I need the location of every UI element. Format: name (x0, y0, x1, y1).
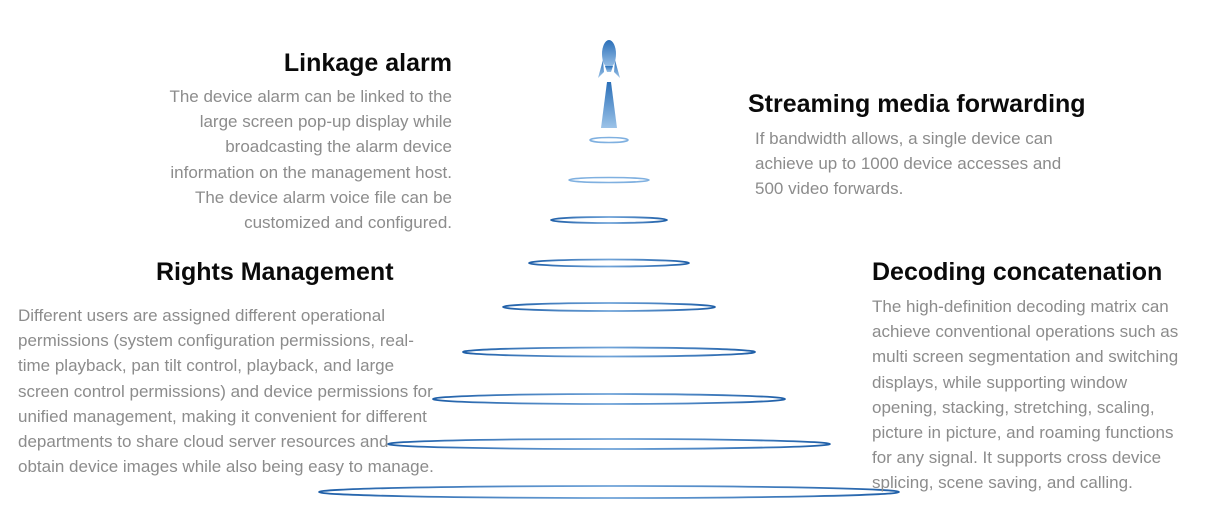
ring-2 (568, 176, 650, 184)
feature-streaming-media-forwarding: Streaming media forwarding If bandwidth … (748, 89, 1128, 202)
feature-description: Different users are assigned different o… (18, 306, 434, 477)
feature-linkage-alarm: Linkage alarm The device alarm can be li… (150, 48, 452, 235)
feature-title: Linkage alarm (283, 49, 452, 77)
ring-6 (462, 346, 756, 358)
ring-8 (387, 438, 831, 450)
feature-title: Decoding concatenation (872, 258, 1163, 286)
feature-decoding-concatenation: Decoding concatenation The high-definiti… (872, 257, 1202, 496)
ring-9 (318, 485, 900, 499)
ring-1 (589, 136, 629, 144)
ring-5 (502, 302, 716, 312)
rocket-icon (598, 40, 620, 128)
feature-title: Rights Management (156, 258, 394, 286)
feature-title: Streaming media forwarding (748, 90, 1086, 118)
feature-description: If bandwidth allows, a single device can… (755, 129, 1062, 199)
ring-3 (550, 216, 668, 224)
feature-description: The device alarm can be linked to the la… (169, 87, 452, 233)
feature-rights-management: Rights Management Different users are as… (18, 257, 438, 479)
ring-7 (432, 393, 786, 405)
feature-description: The high-definition decoding matrix can … (872, 297, 1179, 493)
ring-4 (528, 258, 690, 268)
